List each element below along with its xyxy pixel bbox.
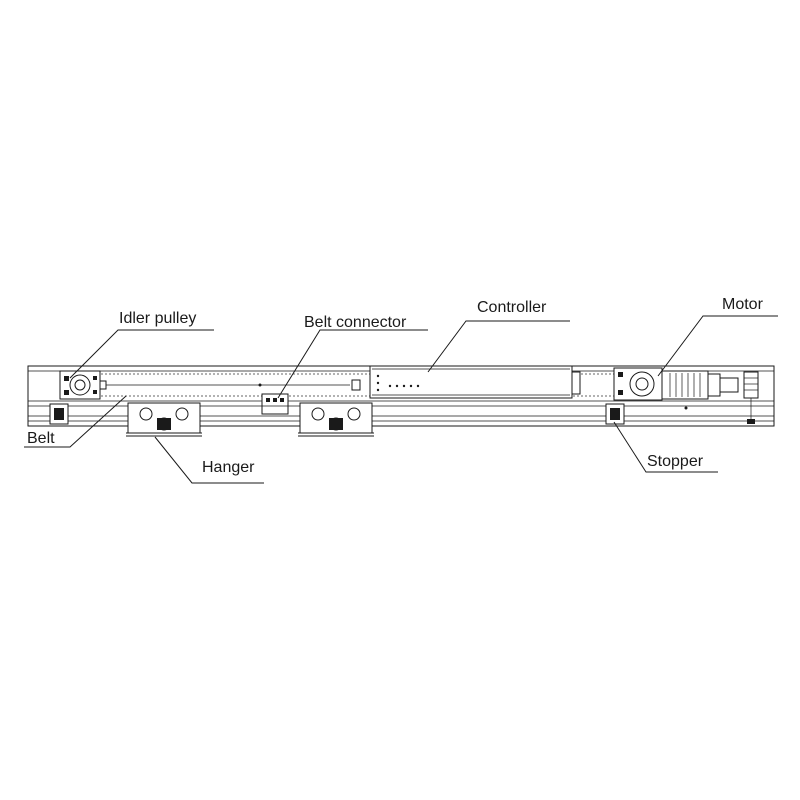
leader-lines xyxy=(24,315,778,484)
controller-box xyxy=(351,365,581,399)
controller-label: Controller xyxy=(477,299,547,316)
hanger-label: Hanger xyxy=(202,459,255,476)
idler-pulley-label: Idler pulley xyxy=(119,310,196,327)
belt-label: Belt xyxy=(27,430,55,447)
motor-assembly xyxy=(613,367,759,424)
stopper-label: Stopper xyxy=(647,453,704,470)
hanger-right xyxy=(298,402,374,437)
motor-label: Motor xyxy=(722,296,764,313)
belt-connector-part xyxy=(261,393,289,415)
belt-connector-label: Belt connector xyxy=(304,314,407,331)
belt xyxy=(85,373,640,397)
idler-pulley xyxy=(59,370,107,400)
stopper-right xyxy=(605,403,625,425)
hanger-left xyxy=(126,402,202,437)
stopper-left xyxy=(49,403,69,425)
